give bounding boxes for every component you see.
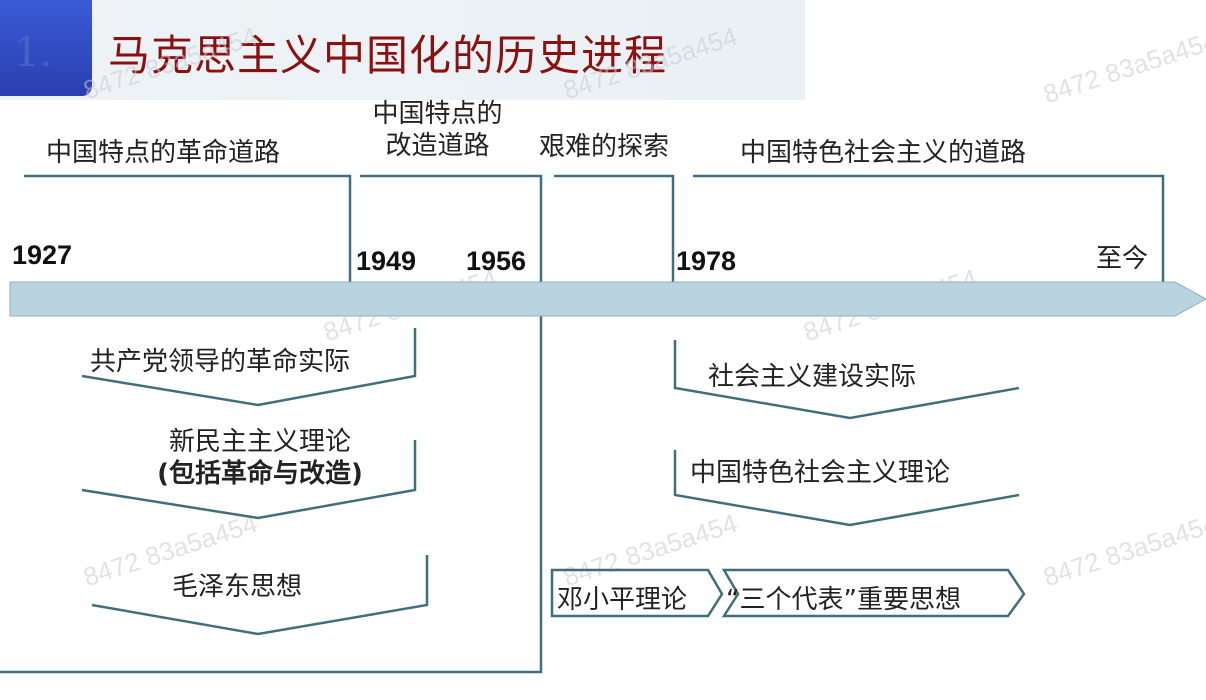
- mao-thought-label: 毛泽东思想: [172, 572, 303, 602]
- deng-theory-arrow: [550, 568, 724, 618]
- page-title: 马克思主义中国化的历史进程: [108, 31, 668, 80]
- year-1978: 1978: [676, 246, 737, 276]
- period-label-revolution: 中国特点的革命道路: [46, 138, 281, 168]
- chevron-mao-thought: [91, 555, 429, 636]
- chevron-socialist-construction: [673, 340, 1020, 420]
- year-present: 至今: [1096, 244, 1149, 274]
- timeline-arrow: [9, 281, 1206, 317]
- section-number: 1.: [14, 30, 53, 76]
- socialist-construction-label: 社会主义建设实际: [708, 362, 917, 392]
- three-represents-arrow: [721, 568, 1026, 618]
- chevron-revolution-practice: [81, 328, 417, 407]
- socialism-theory-label: 中国特色社会主义理论: [690, 458, 951, 488]
- period-label-transformation-line1: 中国特点的: [372, 99, 503, 129]
- period-bracket-socialism: [693, 174, 1165, 282]
- left-bracket: [0, 316, 543, 674]
- three-represents-label: “三个代表”重要思想: [726, 585, 961, 615]
- period-label-socialism: 中国特色社会主义的道路: [740, 138, 1027, 168]
- header-band: [0, 0, 805, 100]
- new-democracy-line2: (包括革命与改造): [157, 459, 363, 489]
- period-label-transformation-line2: 改造道路: [385, 131, 490, 161]
- new-democracy-line1: 新民主主义理论: [168, 427, 351, 457]
- period-bracket-exploration: [554, 174, 675, 282]
- period-label-exploration: 艰难的探索: [539, 132, 670, 162]
- period-bracket-revolution: [24, 174, 352, 282]
- year-1956: 1956: [466, 246, 527, 276]
- deng-theory-label: 邓小平理论: [557, 585, 688, 615]
- chevron-new-democracy: [81, 440, 417, 520]
- period-label-transformation: 中国特点的 改造道路: [355, 98, 520, 162]
- new-democracy-label: 新民主主义理论 (包括革命与改造): [120, 426, 400, 490]
- year-1927: 1927: [12, 240, 73, 270]
- year-1949: 1949: [356, 246, 417, 276]
- revolution-practice-label: 共产党领导的革命实际: [90, 347, 351, 377]
- section-number-box: 1.: [0, 0, 92, 96]
- period-bracket-transformation: [360, 174, 543, 282]
- chevron-socialism-theory: [673, 450, 1020, 527]
